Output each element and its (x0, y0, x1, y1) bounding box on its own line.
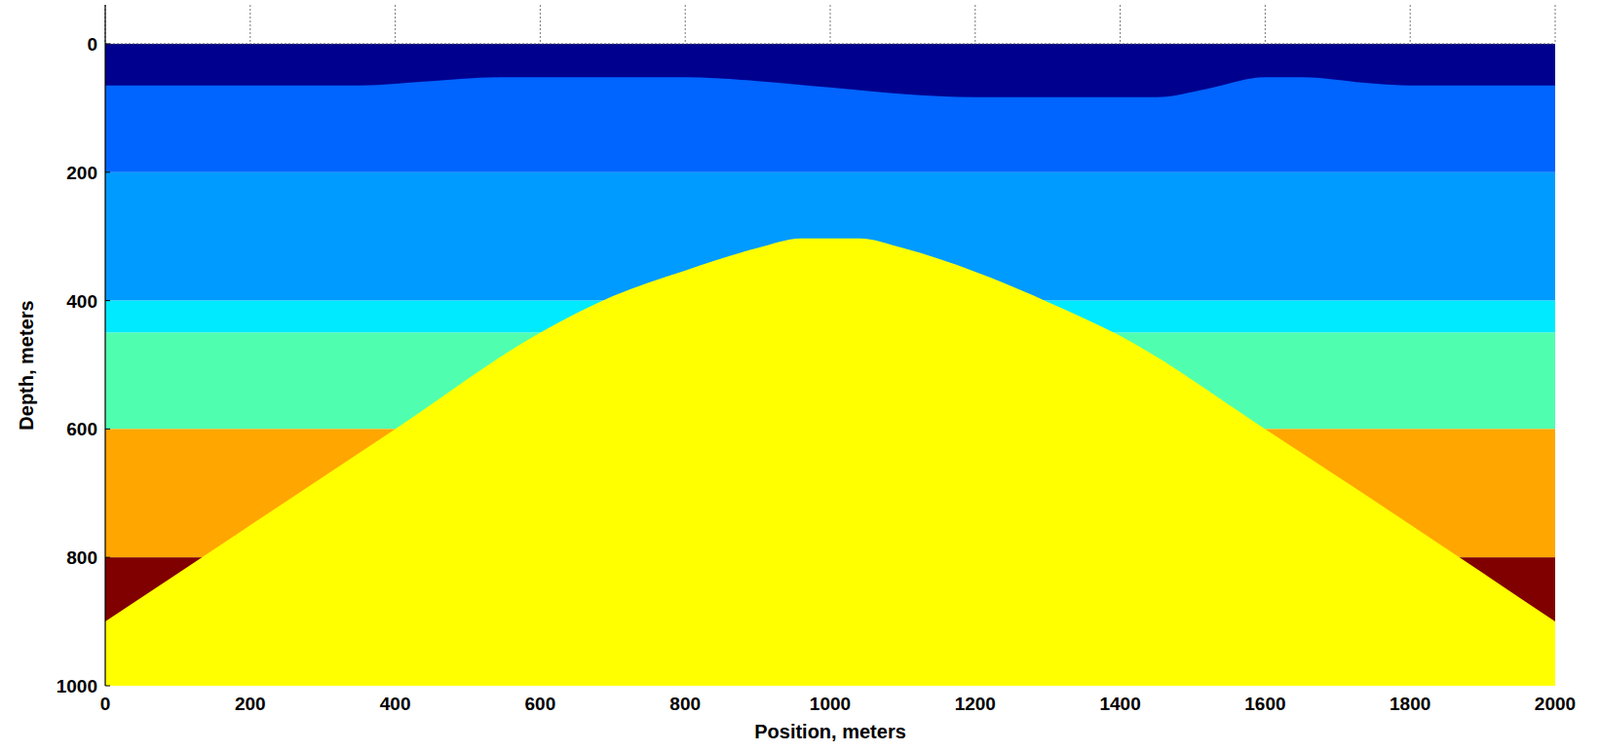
axis-frame (105, 4, 1556, 686)
salt-body (105, 238, 1556, 686)
tick-mark (105, 557, 111, 559)
tick-mark (105, 428, 111, 430)
y-axis-title: Depth, meters (16, 300, 37, 430)
y-tick-label: 0 (86, 35, 98, 54)
tick-line (830, 4, 832, 44)
x-tick-label: 600 (525, 694, 557, 714)
x-tick-label: 0 (100, 694, 112, 714)
tick-mark (105, 300, 111, 302)
tick-line (1119, 4, 1121, 44)
y-tick-label: 1000 (56, 677, 98, 696)
tick-line (394, 4, 396, 44)
tick-line (974, 4, 976, 44)
y-tick-label: 600 (66, 419, 98, 439)
tick-mark (105, 685, 111, 687)
tick-line (685, 4, 686, 44)
tick-line (539, 4, 541, 44)
x-tick-label: 800 (669, 694, 701, 714)
tick-mark (105, 171, 111, 173)
tick-line (1409, 4, 1411, 44)
layer-1 (105, 43, 1556, 98)
x-tick-label: 1800 (1389, 694, 1431, 714)
y-tick-label: 800 (66, 548, 98, 568)
y-tick-label: 200 (66, 162, 98, 182)
x-tick-label: 1000 (809, 694, 851, 714)
x-tick-label: 1200 (954, 694, 996, 714)
x-axis-title: Position, meters (754, 722, 907, 742)
tick-line (1264, 4, 1266, 44)
tick-mark (105, 43, 111, 45)
layer-2 (105, 43, 1556, 173)
left-axis (104, 4, 106, 686)
x-tick-label: 400 (380, 694, 412, 714)
y-tick-label: 400 (66, 291, 98, 310)
x-tick-label: 1400 (1099, 694, 1141, 714)
x-tick-label: 200 (234, 694, 267, 714)
tick-line (1555, 4, 1557, 44)
model-layers (105, 43, 1556, 686)
x-tick-label: 1600 (1244, 694, 1286, 714)
tick-line (249, 4, 251, 44)
x-tick-label: 2000 (1534, 694, 1576, 714)
